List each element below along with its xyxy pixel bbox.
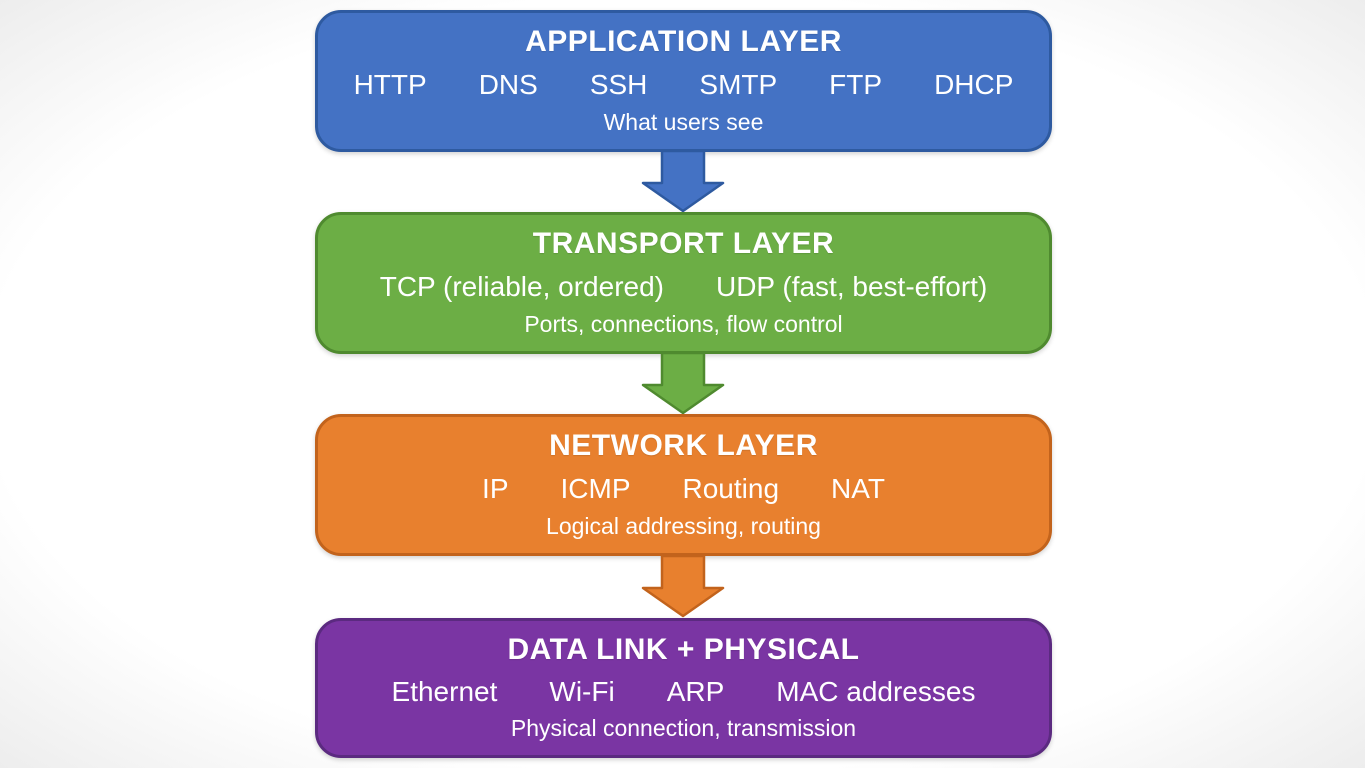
layer-network-protocols: IP ICMP Routing NAT bbox=[342, 471, 1025, 507]
protocol-label: TCP (reliable, ordered) bbox=[379, 271, 664, 302]
down-arrow-shape bbox=[641, 351, 725, 415]
down-arrow-shape bbox=[641, 554, 725, 618]
layer-transport: TRANSPORT LAYER TCP (reliable, ordered) … bbox=[315, 212, 1052, 354]
layer-datalink-title: DATA LINK + PHYSICAL bbox=[507, 633, 860, 666]
protocol-label: NAT bbox=[831, 473, 885, 504]
layer-network-subtitle: Logical addressing, routing bbox=[546, 513, 821, 539]
layer-network: NETWORK LAYER IP ICMP Routing NAT Logica… bbox=[315, 414, 1052, 556]
protocol-label: Wi-Fi bbox=[549, 676, 615, 707]
layer-transport-title: TRANSPORT LAYER bbox=[532, 227, 835, 260]
protocol-label: SMTP bbox=[699, 69, 778, 100]
protocol-label: Ethernet bbox=[391, 676, 498, 707]
layer-datalink-protocols: Ethernet Wi-Fi ARP MAC addresses bbox=[342, 674, 1025, 710]
layer-application: APPLICATION LAYER HTTP DNS SSH SMTP FTP … bbox=[315, 10, 1052, 152]
down-arrow-icon bbox=[641, 351, 725, 415]
protocol-label: HTTP bbox=[353, 69, 427, 100]
layer-network-title: NETWORK LAYER bbox=[549, 429, 818, 462]
down-arrow-icon bbox=[641, 149, 725, 213]
protocol-label: ARP bbox=[666, 676, 725, 707]
layer-datalink-subtitle: Physical connection, transmission bbox=[510, 715, 857, 741]
layer-datalink-physical: DATA LINK + PHYSICAL Ethernet Wi-Fi ARP … bbox=[315, 618, 1052, 758]
down-arrow-icon bbox=[641, 554, 725, 618]
protocol-label: DNS bbox=[478, 69, 538, 100]
protocol-label: Routing bbox=[682, 473, 780, 504]
layer-application-subtitle: What users see bbox=[603, 109, 764, 135]
layer-application-protocols: HTTP DNS SSH SMTP FTP DHCP bbox=[342, 67, 1025, 103]
protocol-label: UDP (fast, best-effort) bbox=[715, 271, 988, 302]
layer-transport-subtitle: Ports, connections, flow control bbox=[524, 311, 843, 337]
layer-application-title: APPLICATION LAYER bbox=[525, 25, 842, 58]
protocol-label: IP bbox=[482, 473, 509, 504]
down-arrow-shape bbox=[641, 149, 725, 213]
protocol-label: FTP bbox=[829, 69, 883, 100]
protocol-label: ICMP bbox=[560, 473, 631, 504]
protocol-label: DHCP bbox=[934, 69, 1014, 100]
layer-transport-protocols: TCP (reliable, ordered) UDP (fast, best-… bbox=[342, 269, 1025, 305]
protocol-label: SSH bbox=[589, 69, 648, 100]
protocol-label: MAC addresses bbox=[776, 676, 976, 707]
